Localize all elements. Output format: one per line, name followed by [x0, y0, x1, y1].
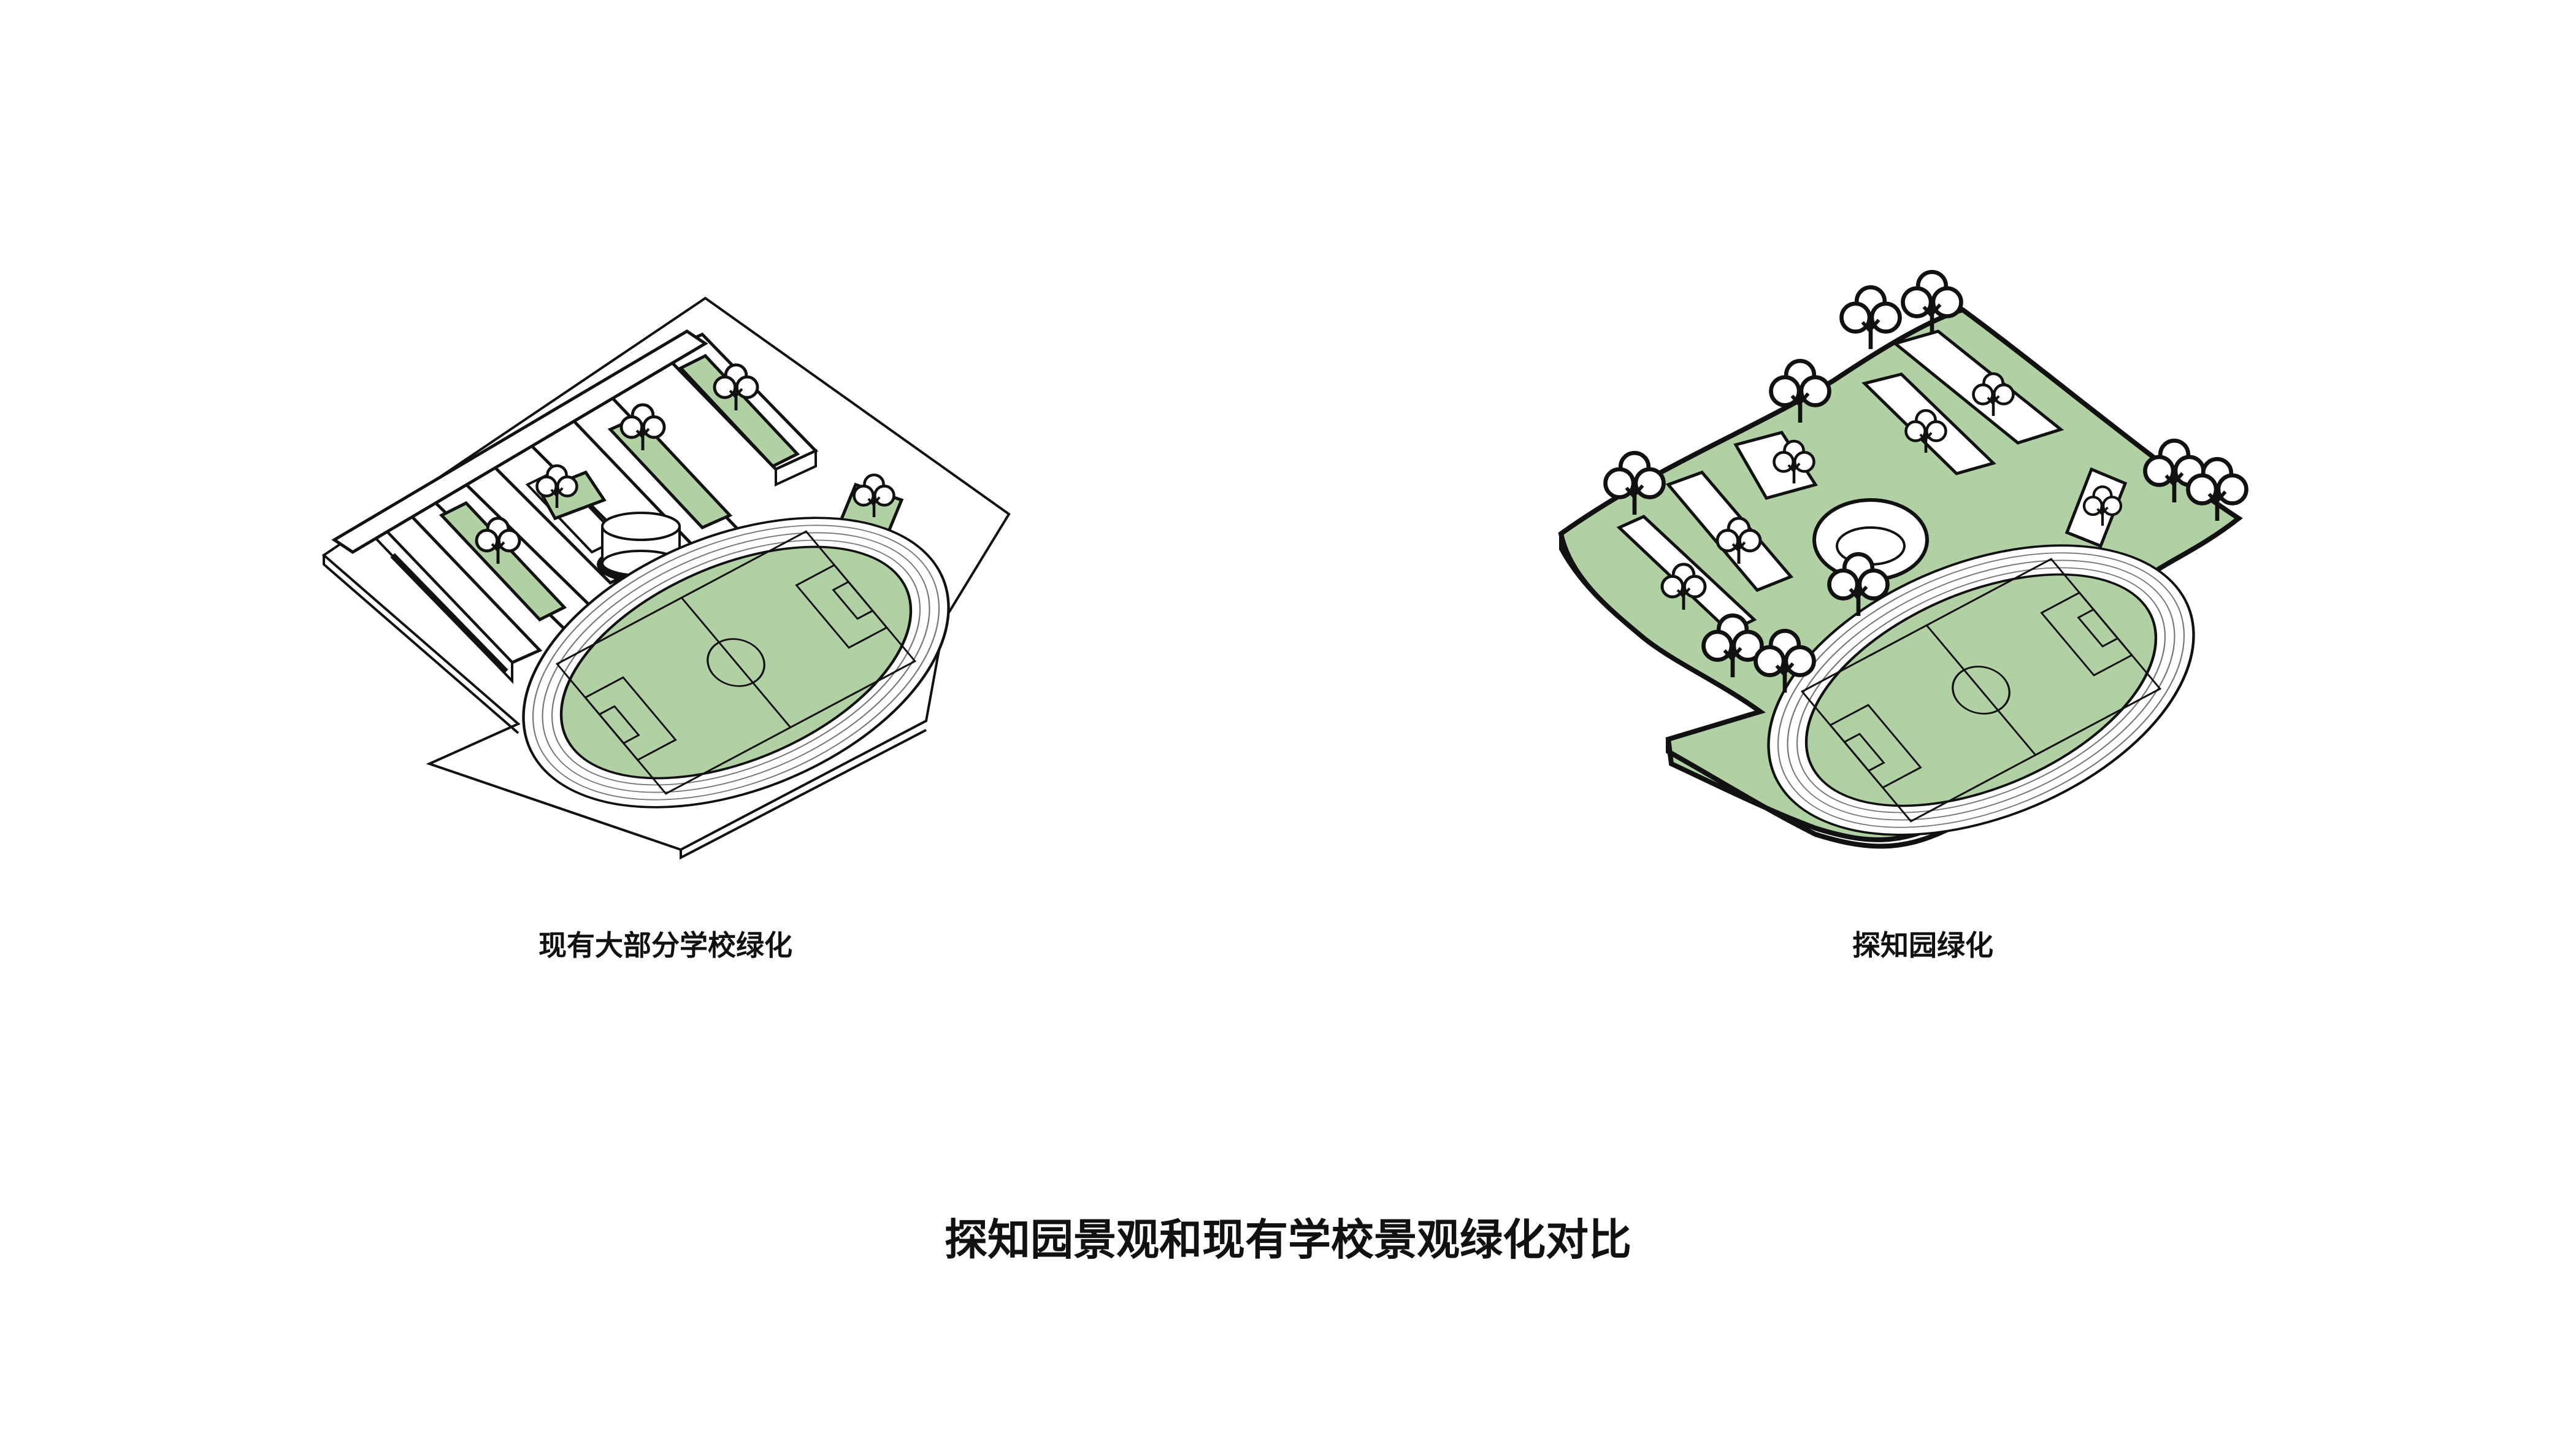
main-title: 探知园景观和现有学校景观绿化对比 [945, 1215, 1631, 1265]
slab-edge [680, 729, 927, 860]
tree-icon [1842, 287, 1900, 349]
building-spine [331, 329, 708, 554]
classroom-block [659, 332, 819, 487]
tanzhi-garden-diagram [1558, 272, 2261, 894]
slab-edge [1559, 534, 1657, 649]
slab-edge [323, 555, 519, 734]
conventional-school-diagram [321, 296, 1016, 867]
right-diagram-caption: 探知园绿化 [1852, 929, 1993, 962]
left-diagram-caption: 现有大部分学校绿化 [539, 929, 792, 962]
slab-edge [1666, 739, 1952, 849]
